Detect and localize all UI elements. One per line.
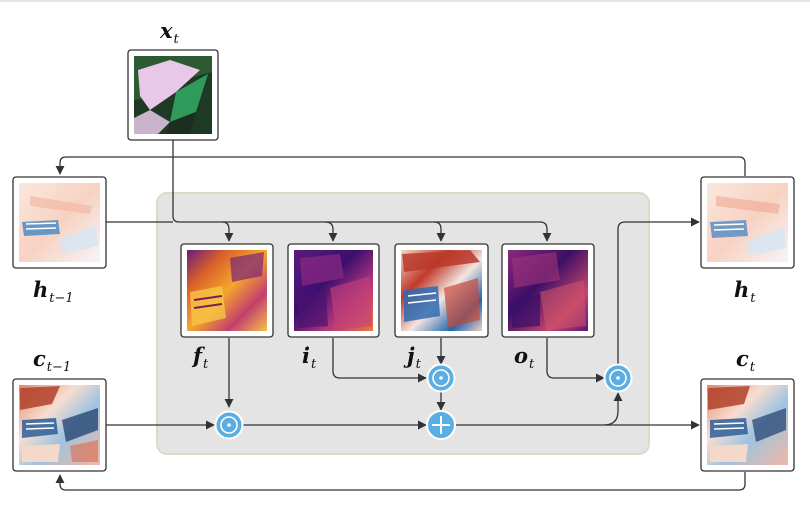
output-multiply-operator — [603, 363, 633, 393]
candidate-thumbnail — [394, 243, 489, 338]
cell-next-label: ct — [736, 346, 756, 375]
hidden-state-recurrence-arrow — [55, 156, 746, 176]
cell-state-recurrence-arrow — [55, 472, 746, 491]
input-x-line — [172, 139, 540, 223]
input-image-thumbnail — [127, 49, 219, 141]
output-gate-label: ot — [514, 343, 535, 372]
gate-i-input-arrow — [324, 221, 338, 242]
output-to-hidden-arrow — [617, 217, 700, 364]
input-gate-label: it — [302, 343, 317, 372]
forget-gate-label: ft — [193, 343, 209, 372]
input-x-label: xt — [160, 18, 179, 47]
cell-prev-label: ct−1 — [33, 346, 72, 375]
candidate-label: jt — [407, 343, 421, 372]
output-gate-to-multiply-arrow — [546, 338, 605, 383]
output-gate-thumbnail — [501, 243, 595, 338]
gate-j-input-arrow — [433, 221, 446, 242]
previous-hidden-state-thumbnail — [12, 176, 107, 269]
previous-cell-state-thumbnail — [12, 378, 107, 472]
top-divider — [0, 0, 810, 2]
gate-f-input-arrow — [221, 221, 234, 242]
next-hidden-state-thumbnail — [700, 176, 795, 269]
gate-o-input-arrow — [539, 221, 552, 242]
input-multiply-operator — [426, 363, 456, 393]
add-operator — [426, 410, 456, 440]
hidden-next-label: ht — [734, 277, 756, 306]
forget-gate-thumbnail — [180, 243, 274, 338]
forget-multiply-operator — [214, 410, 244, 440]
input-gate-to-multiply-arrow — [332, 338, 427, 383]
cell-to-output-multiply-arrow — [603, 392, 623, 426]
hidden-prev-label: ht−1 — [33, 277, 74, 306]
input-gate-thumbnail — [287, 243, 380, 338]
next-cell-state-thumbnail — [700, 378, 795, 472]
